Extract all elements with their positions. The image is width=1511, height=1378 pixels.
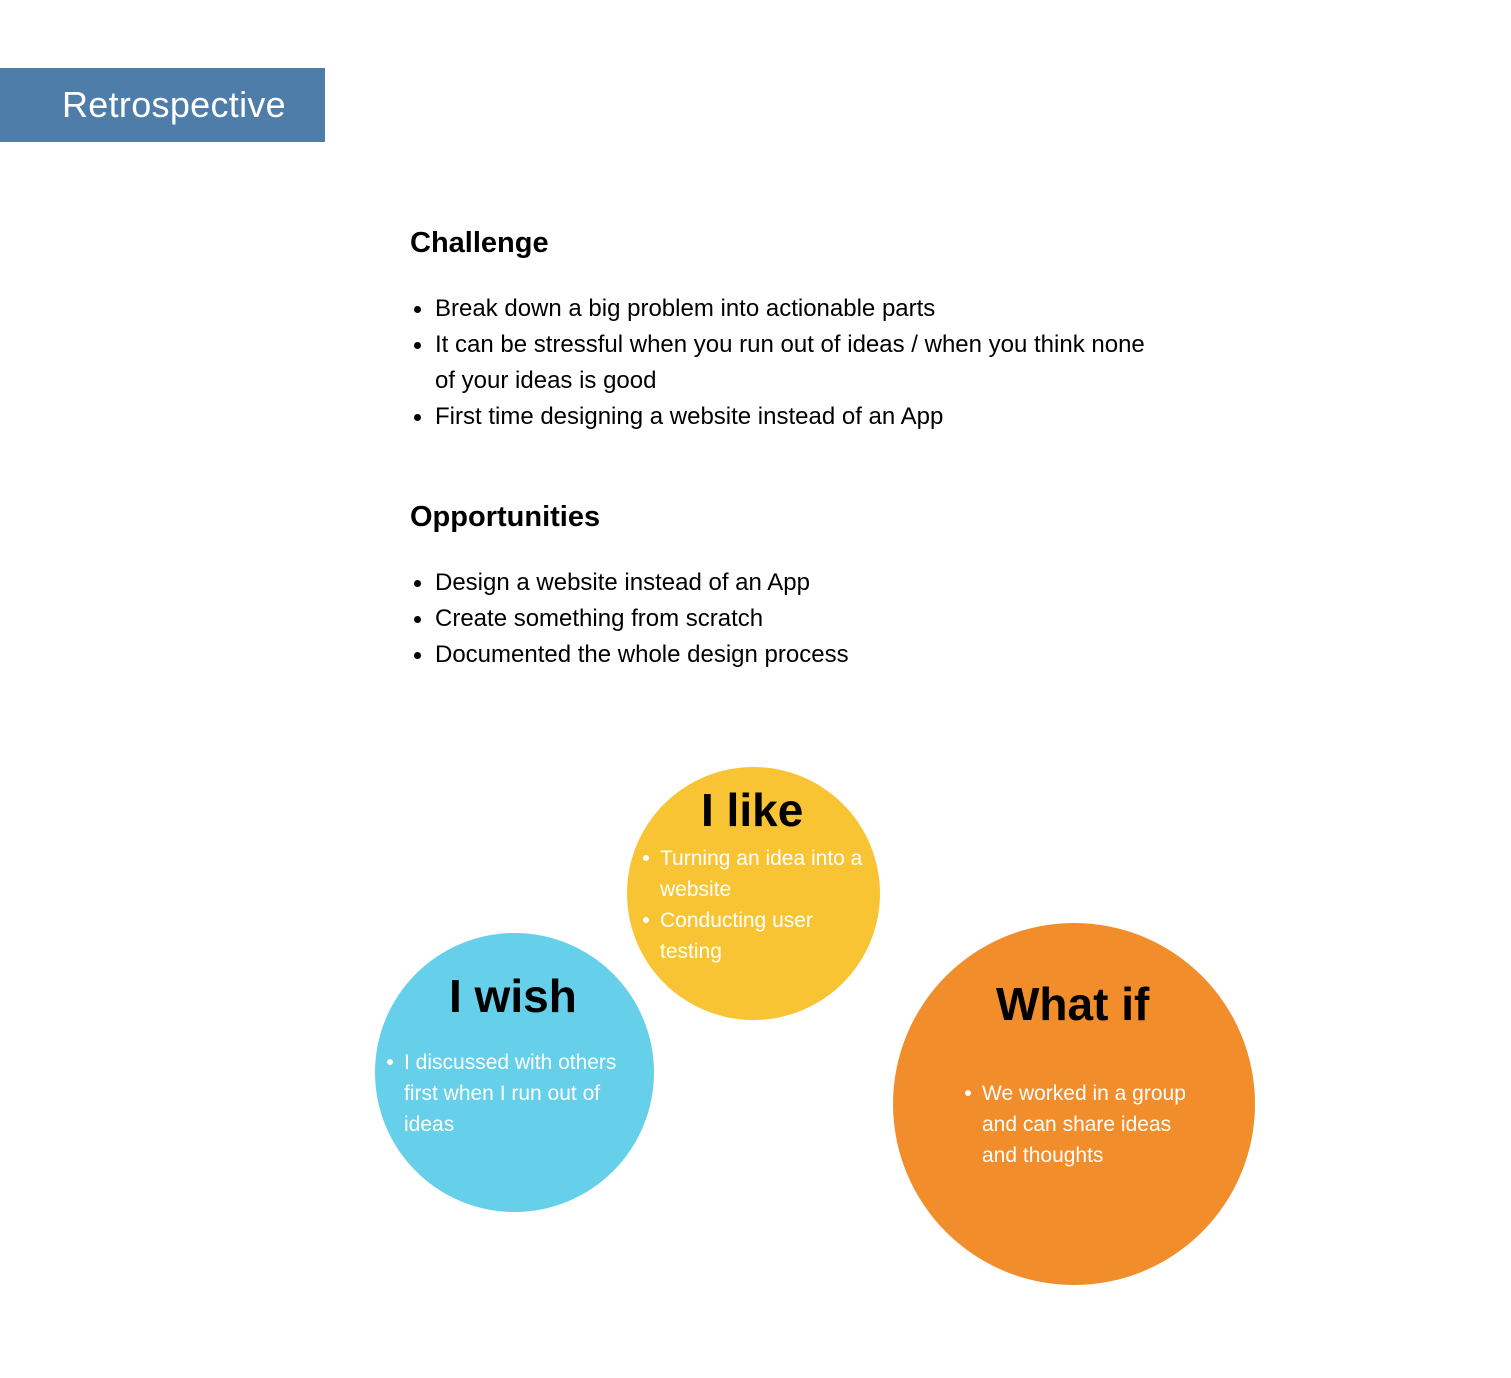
- what-if-title: What if: [996, 978, 1150, 1030]
- list-item: Create something from scratch: [410, 601, 1170, 637]
- opportunities-section: Opportunities Design a website instead o…: [410, 500, 1170, 673]
- list-item: I discussed with others first when I run…: [385, 1047, 647, 1140]
- list-item: It can be stressful when you run out of …: [410, 327, 1145, 399]
- list-item: Turning an idea into a website: [641, 843, 881, 905]
- list-item: Design a website instead of an App: [410, 565, 1170, 601]
- opportunities-list: Design a website instead of an App Creat…: [410, 565, 1170, 673]
- opportunities-heading: Opportunities: [410, 501, 601, 533]
- list-item: Conducting user testing: [641, 905, 840, 967]
- i-wish-title: I wish: [449, 970, 577, 1022]
- what-if-circle: What if We worked in a group and can sha…: [893, 923, 1255, 1285]
- challenge-list: Break down a big problem into actionable…: [410, 291, 1170, 435]
- i-like-title: I like: [701, 784, 804, 836]
- i-wish-circle: I wish I discussed with others first whe…: [375, 933, 654, 1212]
- what-if-list: We worked in a group and can share ideas…: [963, 1078, 1213, 1171]
- challenge-heading: Challenge: [410, 227, 549, 259]
- challenge-section: Challenge Break down a big problem into …: [410, 226, 1170, 435]
- i-like-circle: I like Turning an idea into a website Co…: [627, 767, 880, 1020]
- section-title: Retrospective: [62, 84, 286, 125]
- list-item: Documented the whole design process: [410, 637, 1170, 673]
- section-tag: Retrospective: [0, 68, 325, 142]
- list-item: Break down a big problem into actionable…: [410, 291, 1170, 327]
- list-item: First time designing a website instead o…: [410, 399, 1170, 435]
- i-like-list: Turning an idea into a website Conductin…: [641, 843, 881, 967]
- i-wish-list: I discussed with others first when I run…: [385, 1047, 647, 1140]
- list-item: We worked in a group and can share ideas…: [963, 1078, 1202, 1171]
